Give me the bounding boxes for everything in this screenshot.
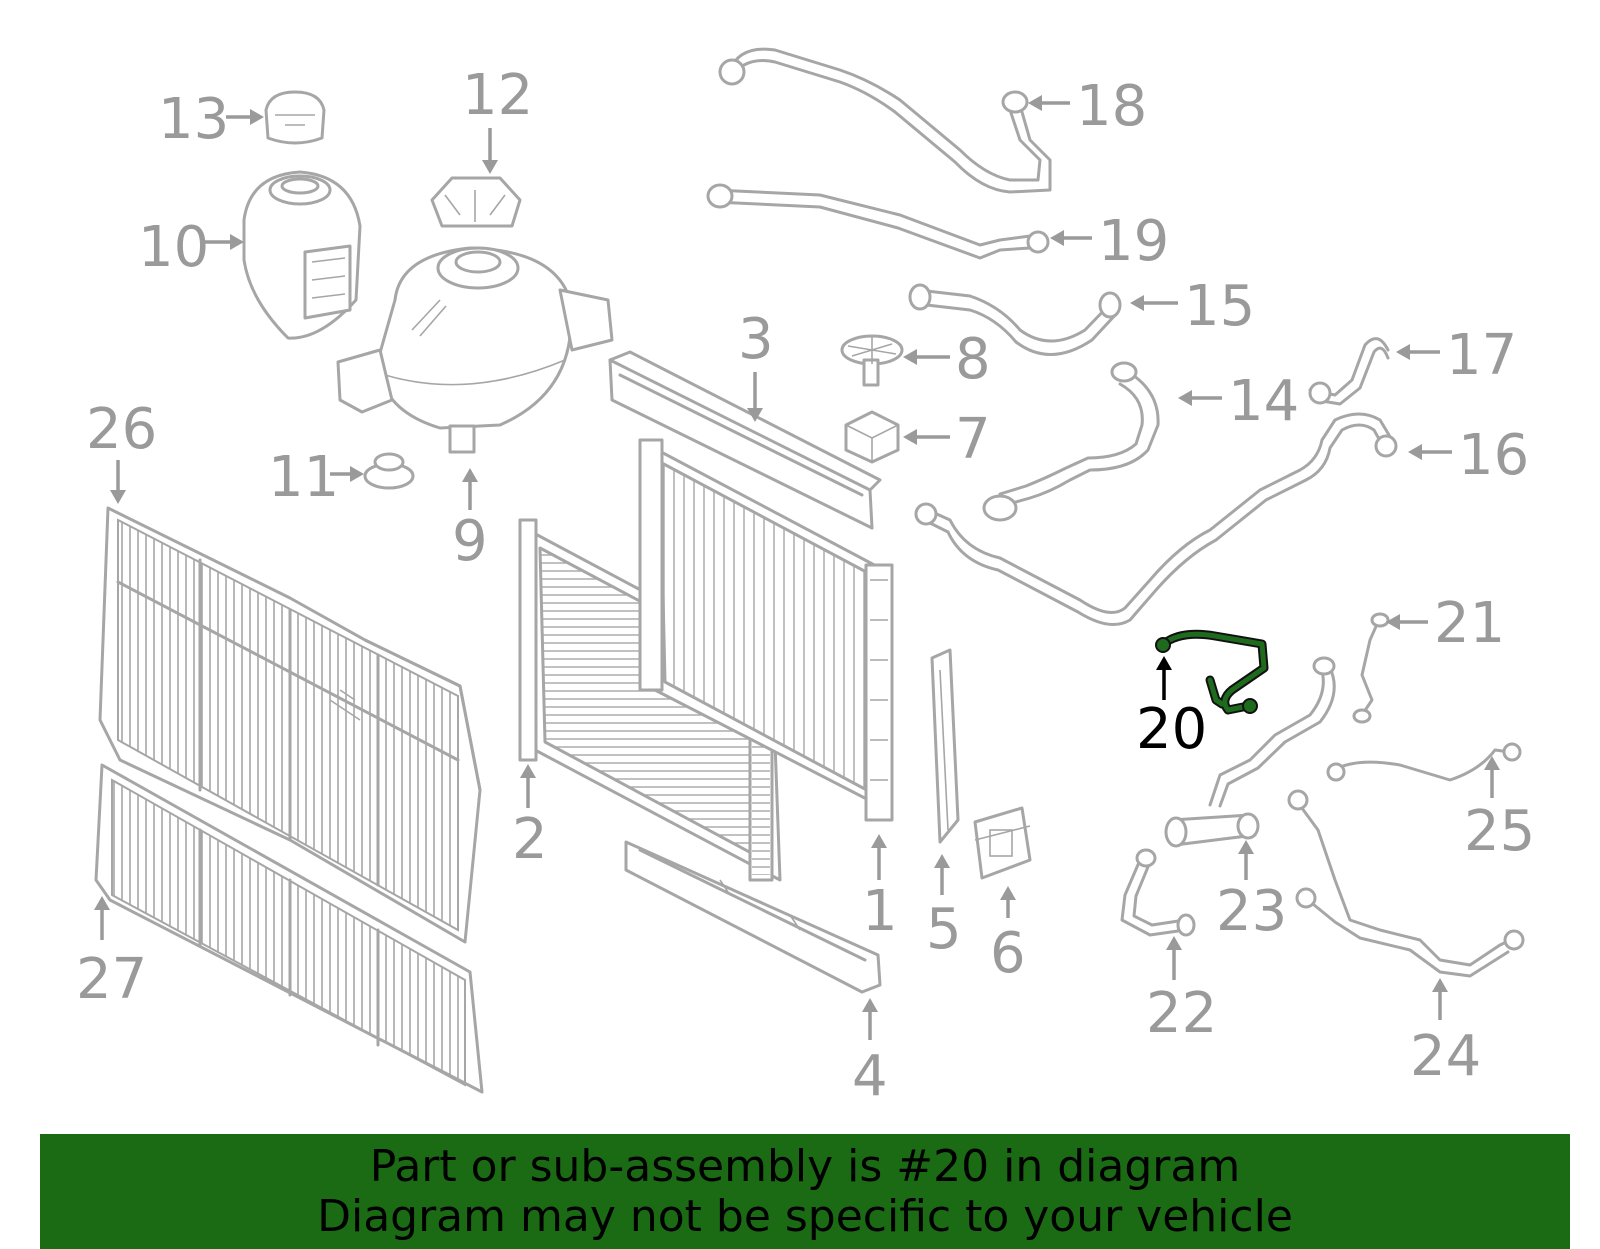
part-19-hose (706, 183, 1050, 260)
callout-1: 1 (862, 834, 898, 944)
part-10-reservoir (242, 170, 362, 340)
label-24: 24 (1410, 1024, 1481, 1089)
label-1: 1 (862, 879, 898, 944)
label-19: 19 (1098, 209, 1169, 274)
label-13: 13 (158, 87, 229, 152)
callout-8: 8 (903, 327, 991, 392)
part-1-radiator (638, 438, 894, 822)
callout-5: 5 (926, 854, 962, 962)
callout-15: 15 (1130, 274, 1255, 339)
label-6: 6 (990, 921, 1026, 986)
label-12: 12 (462, 63, 533, 128)
callout-20: 20 (1136, 656, 1207, 762)
label-26: 26 (86, 397, 157, 462)
part-18-hose (718, 47, 1052, 194)
part-17-hose (1308, 337, 1390, 406)
callout-4: 4 (852, 998, 888, 1109)
callout-18: 18 (1028, 74, 1147, 139)
part-26-grille-frame (98, 506, 482, 944)
label-23: 23 (1216, 879, 1287, 944)
part-15-hose (908, 283, 1122, 356)
callout-27: 27 (76, 896, 147, 1012)
label-11: 11 (268, 445, 339, 510)
label-15: 15 (1184, 274, 1255, 339)
label-22: 22 (1146, 981, 1217, 1046)
part-4-air-guide-lower (624, 840, 882, 994)
part-14-hose (982, 361, 1160, 522)
part-11-seal (363, 452, 415, 490)
part-24-hose (1287, 789, 1525, 978)
callout-22: 22 (1146, 936, 1217, 1046)
part-21-pipe (1352, 612, 1390, 724)
part-25-hose (1326, 742, 1522, 782)
label-14: 14 (1228, 369, 1299, 434)
label-20: 20 (1136, 697, 1207, 762)
part-16-hose (914, 412, 1398, 626)
callout-11: 11 (268, 445, 364, 510)
label-8: 8 (955, 327, 991, 392)
callout-25: 25 (1464, 756, 1535, 864)
label-2: 2 (512, 807, 548, 872)
part-5-side-seal (930, 648, 960, 844)
part-12-cap (430, 176, 522, 228)
part-13-cap (264, 90, 326, 145)
callout-7: 7 (903, 407, 991, 472)
label-9: 9 (452, 509, 488, 574)
part-9-expansion-tank (336, 246, 614, 454)
label-3: 3 (738, 307, 774, 372)
callout-13: 13 (158, 87, 264, 152)
callout-9: 9 (452, 468, 488, 574)
part-20-hose-highlighted (1155, 629, 1269, 715)
part-23-pump-hose (1164, 656, 1336, 848)
label-4: 4 (852, 1044, 888, 1109)
label-25: 25 (1464, 799, 1535, 864)
callout-24: 24 (1410, 978, 1481, 1089)
callout-6: 6 (990, 886, 1026, 986)
part-27-lower-grille (94, 763, 484, 1094)
label-16: 16 (1458, 423, 1529, 488)
callout-14: 14 (1178, 369, 1299, 434)
label-18: 18 (1076, 74, 1147, 139)
callout-23: 23 (1216, 840, 1287, 944)
callout-10: 10 (138, 215, 244, 280)
callout-16: 16 (1408, 423, 1529, 488)
callout-19: 19 (1050, 209, 1169, 274)
banner-line-1: Part or sub-assembly is #20 in diagram (369, 1141, 1241, 1192)
callout-21: 21 (1386, 591, 1505, 656)
part-7-mount-pad (844, 410, 900, 464)
label-10: 10 (138, 215, 209, 280)
label-27: 27 (76, 947, 147, 1012)
part-22-hose (1120, 848, 1196, 937)
callout-17: 17 (1396, 323, 1517, 388)
callout-26: 26 (86, 397, 157, 504)
callout-12: 12 (462, 63, 533, 174)
label-17: 17 (1446, 323, 1517, 388)
label-21: 21 (1434, 591, 1505, 656)
banner-line-2: Diagram may not be specific to your vehi… (317, 1191, 1293, 1242)
part-8-grommet (840, 334, 904, 387)
label-5: 5 (926, 897, 962, 962)
part-6-bracket (973, 806, 1032, 880)
callout-2: 2 (512, 764, 548, 872)
info-banner: Part or sub-assembly is #20 in diagram D… (40, 1134, 1570, 1249)
callout-3: 3 (738, 307, 774, 422)
label-7: 7 (955, 407, 991, 472)
